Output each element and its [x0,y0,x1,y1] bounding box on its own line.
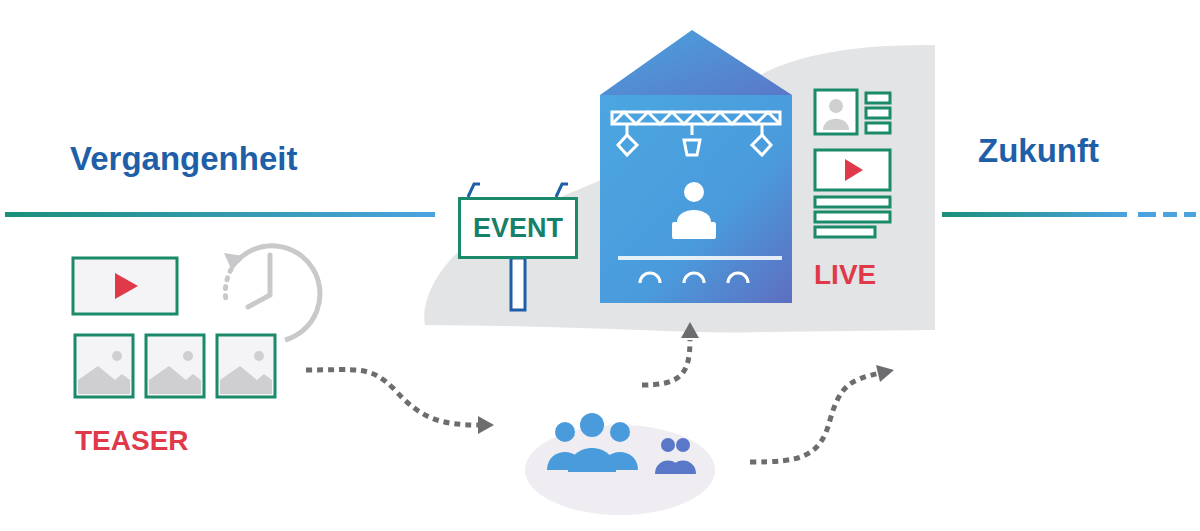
image-icons [78,351,272,394]
avatar [823,119,849,130]
audience-seats [640,273,748,283]
timeline [942,212,1127,217]
timeline-dash [1138,212,1156,217]
timeline-label: Zukunft [978,134,1099,167]
clock-arrow [224,253,243,271]
sign-text: EVENT [473,215,563,242]
live-label: LIVE [814,261,876,289]
microphone [704,210,714,220]
avatar [829,99,843,113]
arrow-head [478,322,894,434]
speaker-icon [672,182,716,239]
play-icon [115,273,138,299]
timeline [5,212,435,217]
audience-icon [655,438,696,474]
roof [600,30,792,95]
audience-icon [547,413,638,472]
stage-building [600,95,792,303]
flow-arrow [306,340,880,462]
live-content [815,90,890,237]
sign-board: EVENT [458,197,578,259]
truss [612,112,780,155]
teaser-media [73,258,275,397]
timeline-dash [1184,212,1196,217]
teaser-label: TEASER [75,427,189,455]
stage-edge [618,256,782,260]
timeline-dash [1163,212,1177,217]
play-icon [845,159,863,181]
timeline-label: Vergangenheit [70,142,297,175]
